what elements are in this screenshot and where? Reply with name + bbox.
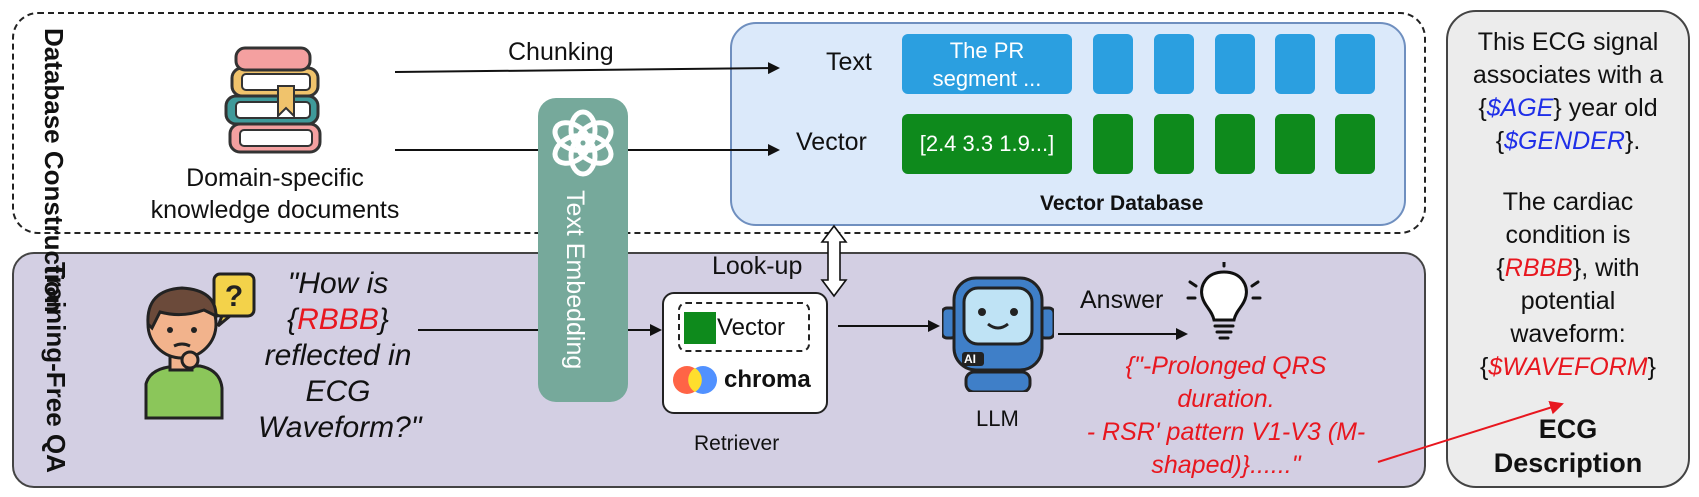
ecg-line9: waveform: <box>1510 320 1626 348</box>
ecg-line4: {$GENDER}. <box>1450 125 1686 158</box>
lookup-label: Look-up <box>712 252 803 280</box>
documents-label-line2: knowledge documents <box>150 196 400 224</box>
vector-cell <box>1154 114 1194 174</box>
text-chunk-sample: The PR segment ... <box>902 34 1072 94</box>
training-free-qa-panel <box>12 252 1426 488</box>
thinking-person-icon: ? <box>144 272 256 420</box>
ecg-line3-rest: } year old <box>1553 94 1658 122</box>
brace-open: { <box>1495 127 1505 155</box>
brace-open: { <box>1478 94 1487 122</box>
lightbulb-icon <box>1186 262 1262 340</box>
text-chunk-cell <box>1215 34 1255 94</box>
answer-line3: - RSR' pattern V1-V3 (M- <box>1086 418 1366 446</box>
vector-swatch <box>684 312 716 344</box>
vector-cell <box>1215 114 1255 174</box>
ecg-title-line2: Description <box>1493 448 1643 478</box>
ecg-line10: {$WAVEFORM} <box>1450 351 1686 384</box>
brace-open: { <box>1496 254 1505 282</box>
answer-text: {"-Prolonged QRS duration. - RSR' patter… <box>1046 350 1406 482</box>
ecg-title-line1: ECG <box>1538 414 1598 444</box>
robot-icon <box>942 276 1054 392</box>
ecg-line7-rest: }, with <box>1572 254 1640 282</box>
waveform-var: $WAVEFORM <box>1488 353 1648 381</box>
text-chunk-cell <box>1275 34 1315 94</box>
ecg-line7: {RBBB}, with <box>1450 252 1686 285</box>
vector-database-title: Vector Database <box>1040 192 1204 215</box>
question-line3: reflected in <box>264 339 412 372</box>
brace-close: } <box>1647 353 1656 381</box>
condition-var: RBBB <box>1504 254 1573 282</box>
text-embedding-label: Text Embedding <box>561 190 589 370</box>
ecg-line5: The cardiac <box>1502 188 1634 216</box>
question-text: "How is {RBBB} reflected in ECG Waveform… <box>258 266 422 446</box>
question-line5: Waveform?" <box>258 411 422 444</box>
brace-open: { <box>1479 353 1489 381</box>
vector-cell <box>1093 114 1133 174</box>
ecg-line6: condition is <box>1505 221 1631 249</box>
answer-line4: shaped)}......" <box>1151 451 1301 479</box>
ecg-description-text: This ECG signal associates with a {$AGE}… <box>1450 26 1686 384</box>
robot-ai-badge: AI <box>964 352 976 366</box>
ecg-line2: associates with a <box>1472 61 1664 89</box>
brace-close: } <box>378 303 389 336</box>
answer-to-ecg-arrow <box>1377 400 1564 463</box>
text-chunk-cell <box>1335 34 1375 94</box>
text-chunk-cell <box>1154 34 1194 94</box>
retriever-vector-frame <box>678 302 810 352</box>
answer-label: Answer <box>1080 286 1164 314</box>
text-row-label: Text <box>826 48 872 76</box>
age-var: $AGE <box>1486 94 1554 122</box>
documents-label-line1: Domain-specific <box>186 164 364 192</box>
llm-caption: LLM <box>976 406 1019 431</box>
answer-line1: {"-Prolonged QRS <box>1125 352 1327 380</box>
ecg-description-panel <box>1446 10 1690 488</box>
vector-row-label: Vector <box>796 128 867 156</box>
lookup-double-arrow <box>820 224 848 298</box>
retriever-vector-label: Vector <box>717 314 786 341</box>
gender-var: $GENDER <box>1504 127 1625 155</box>
brace-open: { <box>287 303 298 336</box>
retriever-caption: Retriever <box>694 432 780 455</box>
openai-icon <box>552 109 614 177</box>
training-free-qa-label: Training-Free QA <box>41 262 71 473</box>
chunking-label: Chunking <box>508 38 614 66</box>
ecg-description-title: ECG Description <box>1450 412 1686 480</box>
brace-close: }. <box>1624 127 1641 155</box>
ecg-spacer <box>1450 158 1686 186</box>
vector-sample: [2.4 3.3 1.9...] <box>902 114 1072 174</box>
question-line1: "How is <box>287 267 389 300</box>
svg-text:?: ? <box>225 280 243 313</box>
text-chunk-line2: segment ... <box>932 66 1042 91</box>
text-chunk-cell <box>1093 34 1133 94</box>
vector-cell <box>1335 114 1375 174</box>
question-condition-var: RBBB <box>297 303 379 336</box>
books-icon <box>224 46 322 154</box>
documents-label: Domain-specific knowledge documents <box>115 162 435 226</box>
vector-cell <box>1275 114 1315 174</box>
answer-line2: duration. <box>1177 385 1275 413</box>
chroma-label: chroma <box>724 366 811 393</box>
question-line4: ECG <box>305 375 371 408</box>
question-line2: {RBBB} <box>258 302 418 338</box>
database-construction-panel <box>12 12 1426 234</box>
ecg-line8: potential <box>1520 287 1616 315</box>
ecg-line3: {$AGE} year old <box>1450 92 1686 125</box>
chunking-arrow <box>394 62 780 75</box>
text-chunk-line1: The PR <box>949 38 1025 63</box>
chroma-logo-icon <box>673 366 717 394</box>
ecg-line1: This ECG signal <box>1477 28 1659 56</box>
